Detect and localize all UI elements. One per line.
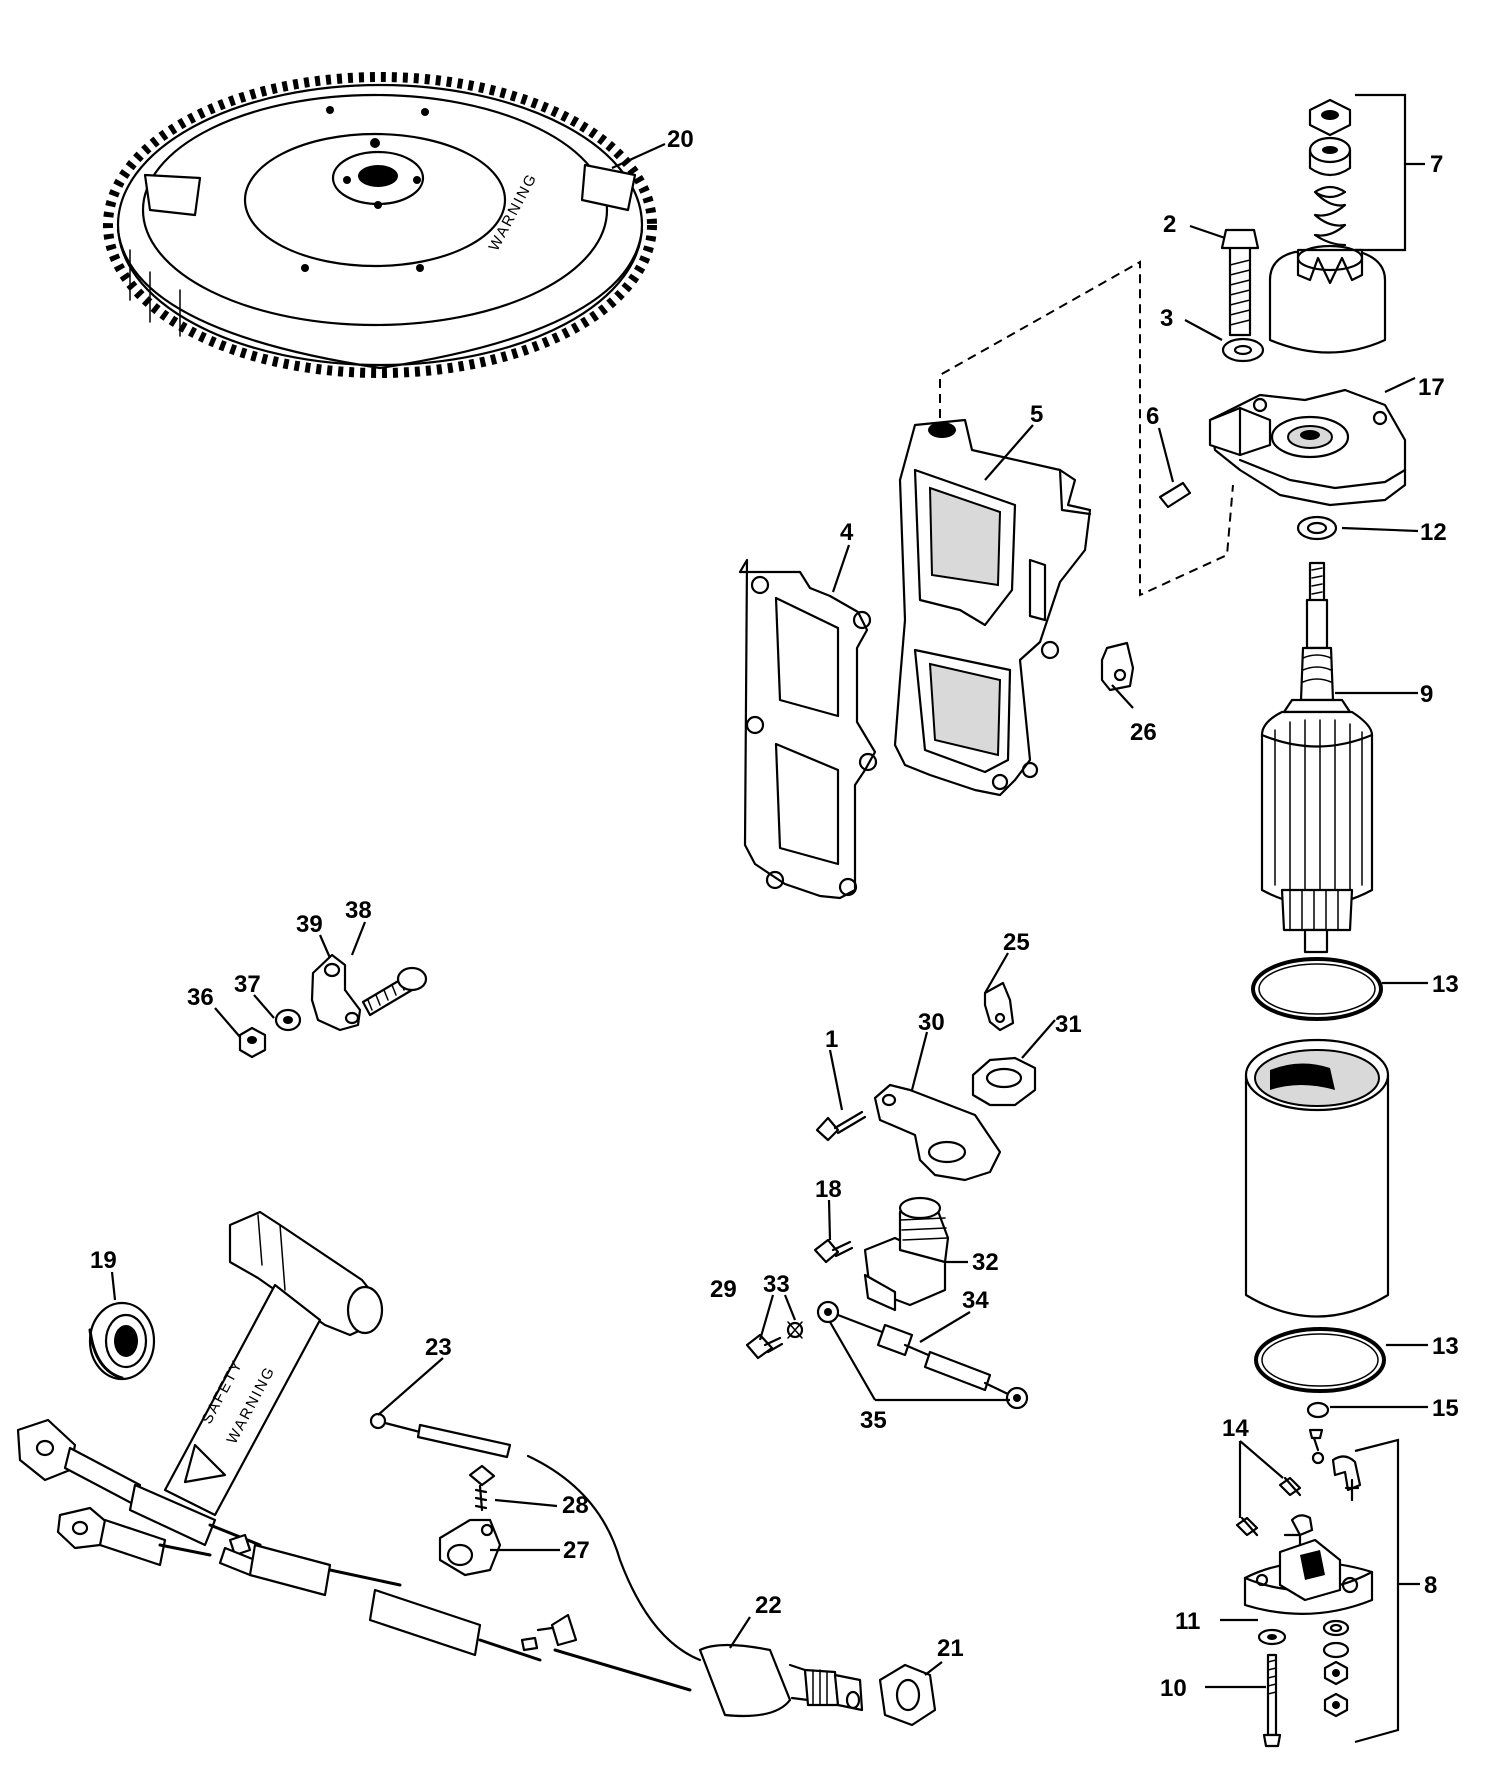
callout-11: 11 xyxy=(1175,1608,1200,1635)
callout-34: 34 xyxy=(962,1287,989,1314)
callout-27: 27 xyxy=(563,1537,590,1564)
o-ring-upper xyxy=(1251,957,1383,1021)
callout-39: 39 xyxy=(296,911,323,938)
drive-assembly xyxy=(1268,98,1387,354)
flywheel: WARNING xyxy=(103,72,657,378)
callout-3: 3 xyxy=(1160,305,1173,332)
battery-cable-assembly: SAFETY WARNING xyxy=(16,1210,692,1692)
callout-23: 23 xyxy=(425,1334,452,1361)
key-switch xyxy=(698,1643,864,1718)
switch-group xyxy=(745,1196,1029,1410)
clamp xyxy=(1100,641,1135,692)
bracket-7 xyxy=(1355,93,1407,252)
callout-26: 26 xyxy=(1130,719,1157,746)
gasket xyxy=(738,558,878,900)
callout-28: 28 xyxy=(562,1492,589,1519)
callout-4: 4 xyxy=(840,519,854,546)
cable-clamp-group xyxy=(438,1464,578,1652)
callout-10: 10 xyxy=(1160,1675,1187,1702)
callout-2: 2 xyxy=(1163,211,1176,238)
armature xyxy=(1260,561,1374,954)
callout-30: 30 xyxy=(918,1009,945,1036)
callout-19: 19 xyxy=(90,1247,117,1274)
mount-parts-group xyxy=(815,981,1037,1182)
bolt xyxy=(1220,228,1260,337)
callout-33: 33 xyxy=(763,1271,790,1298)
callout-29: 29 xyxy=(710,1276,737,1303)
hex-nut xyxy=(878,1663,937,1727)
callout-31: 31 xyxy=(1055,1011,1082,1038)
callout-18: 18 xyxy=(815,1176,842,1203)
callout-labels: 20 2 3 7 17 6 5 4 12 9 26 13 13 15 14 8 … xyxy=(90,126,1459,1702)
callout-22: 22 xyxy=(755,1592,782,1619)
callout-8: 8 xyxy=(1424,1572,1437,1599)
leader-lines xyxy=(110,142,1428,1689)
assembly-dashed-line xyxy=(939,260,1234,597)
brush-end-assembly xyxy=(1235,1428,1374,1718)
drive-end-cap xyxy=(1208,388,1407,507)
adapter-bracket xyxy=(893,418,1092,797)
grommet xyxy=(88,1301,156,1381)
washer xyxy=(1221,337,1265,363)
callout-15: 15 xyxy=(1432,1395,1459,1422)
callout-17: 17 xyxy=(1418,374,1445,401)
callout-32: 32 xyxy=(972,1249,999,1276)
callout-25: 25 xyxy=(1003,929,1030,956)
callout-35: 35 xyxy=(860,1407,887,1434)
callout-12: 12 xyxy=(1420,519,1447,546)
callout-37: 37 xyxy=(234,971,261,998)
callout-5: 5 xyxy=(1030,401,1043,428)
callout-38: 38 xyxy=(345,897,372,924)
callout-13-upper: 13 xyxy=(1432,971,1459,998)
callout-14: 14 xyxy=(1222,1415,1249,1442)
callout-20: 20 xyxy=(667,126,694,153)
callout-36: 36 xyxy=(187,984,214,1011)
dowel-pin xyxy=(1158,481,1192,509)
callout-21: 21 xyxy=(937,1635,964,1662)
callout-7: 7 xyxy=(1430,151,1443,178)
lead-wire xyxy=(369,1412,702,1662)
callout-1: 1 xyxy=(825,1026,838,1053)
small-parts-group xyxy=(238,953,428,1059)
thrust-washer xyxy=(1296,515,1338,541)
o-ring-lower xyxy=(1254,1327,1386,1393)
through-bolt xyxy=(1257,1628,1287,1748)
callout-9: 9 xyxy=(1420,681,1433,708)
callout-6: 6 xyxy=(1146,403,1159,430)
starter-frame xyxy=(1244,1038,1390,1318)
callout-13-lower: 13 xyxy=(1432,1333,1459,1360)
ball xyxy=(1306,1401,1330,1419)
